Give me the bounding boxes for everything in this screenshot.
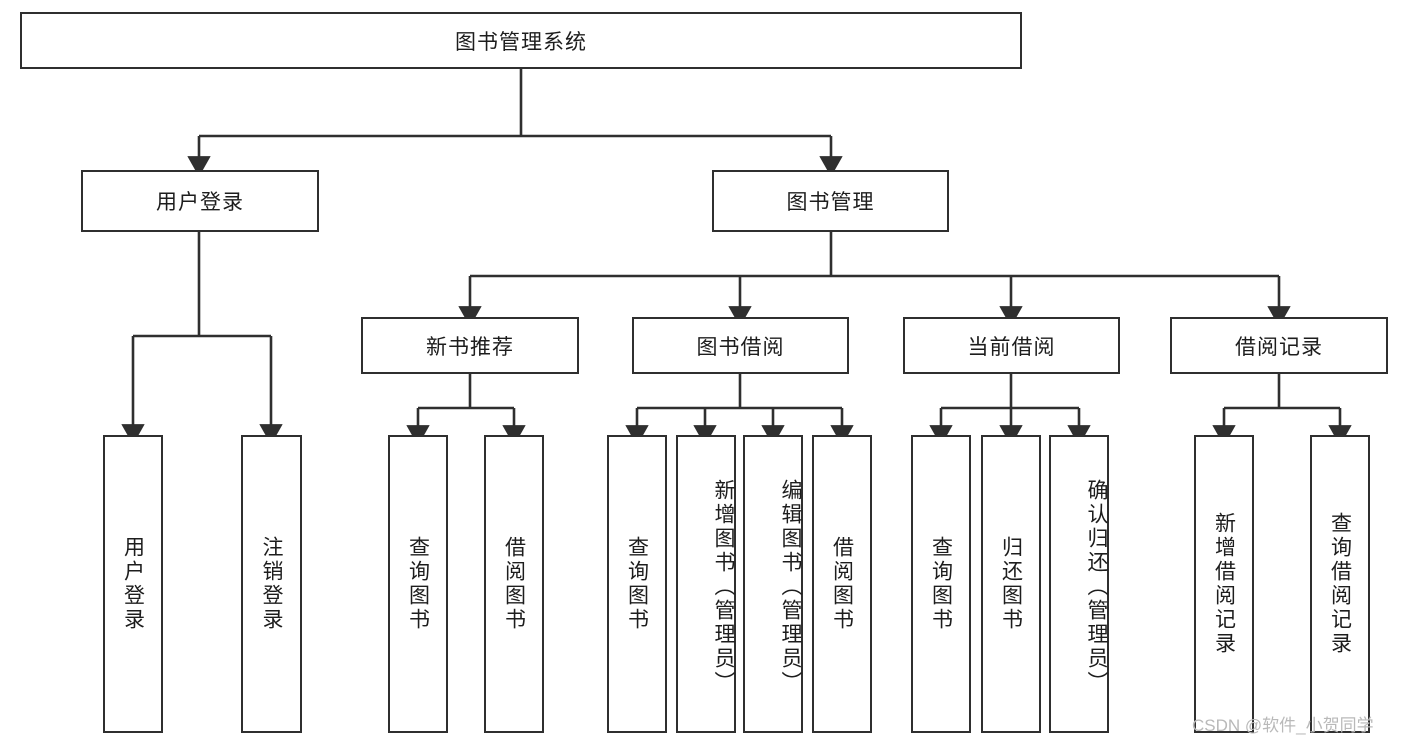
leaf-borrow-record-add[interactable]: 新增借阅记录 [1194,435,1254,733]
leaf-book-borrow-query[interactable]: 查询图书 [607,435,667,733]
node-new-book-recommend[interactable]: 新书推荐 [361,317,579,374]
leaf-user-login-login[interactable]: 用户登录 [103,435,163,733]
node-borrow-record[interactable]: 借阅记录 [1170,317,1388,374]
leaf-book-borrow-edit[interactable]: 编辑图书（管理员） [743,435,803,733]
leaf-new-book-borrow[interactable]: 借阅图书 [484,435,544,733]
node-current-borrow[interactable]: 当前借阅 [903,317,1120,374]
node-user-login[interactable]: 用户登录 [81,170,319,232]
leaf-current-borrow-query[interactable]: 查询图书 [911,435,971,733]
leaf-current-borrow-return[interactable]: 归还图书 [981,435,1041,733]
leaf-current-borrow-confirm-return[interactable]: 确认归还（管理员） [1049,435,1109,733]
leaf-user-login-logout[interactable]: 注销登录 [241,435,302,733]
leaf-new-book-query[interactable]: 查询图书 [388,435,448,733]
node-book-management[interactable]: 图书管理 [712,170,949,232]
watermark: CSDN @软件_小贺同学 [1192,716,1374,735]
leaf-book-borrow-borrow[interactable]: 借阅图书 [812,435,872,733]
leaf-book-borrow-add[interactable]: 新增图书（管理员） [676,435,736,733]
leaf-borrow-record-query[interactable]: 查询借阅记录 [1310,435,1370,733]
node-root[interactable]: 图书管理系统 [20,12,1022,69]
node-book-borrow[interactable]: 图书借阅 [632,317,849,374]
